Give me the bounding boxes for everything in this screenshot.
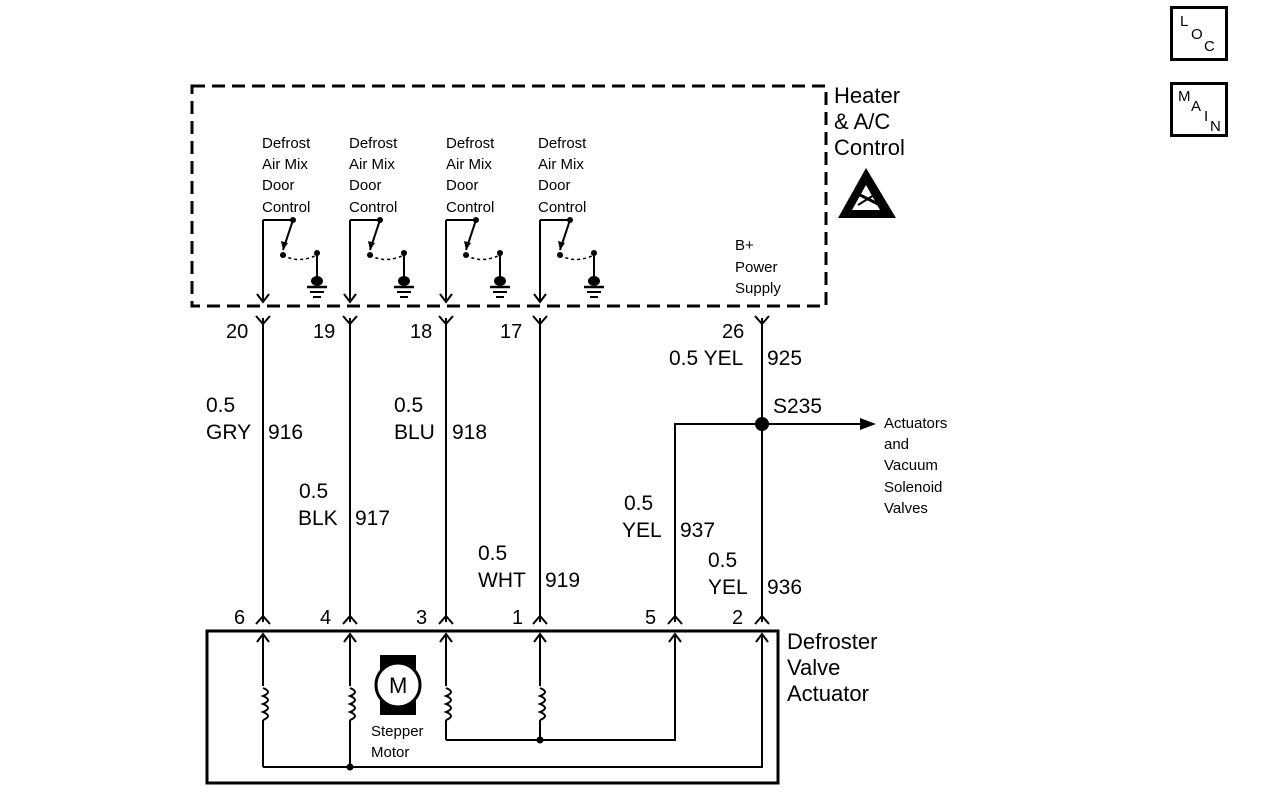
wire-label-919-size: 0.5 <box>478 542 507 565</box>
svg-text:Defrost: Defrost <box>262 135 311 152</box>
wire-label-937-circuit: 937 <box>680 519 715 542</box>
wire-label-937-size: 0.5 <box>624 492 653 515</box>
main-button[interactable]: M A I N <box>1170 82 1228 137</box>
loc-letter-o: O <box>1191 26 1203 43</box>
wire-label-936-circuit: 936 <box>767 576 802 599</box>
main-letter-i: I <box>1204 108 1209 125</box>
wire-label-925-circuit: 925 <box>767 347 802 370</box>
wire-label-925-size-color: 0.5 YEL <box>669 347 743 370</box>
actuator-title-line1: Defroster <box>787 629 877 654</box>
actuator-outline <box>205 629 780 785</box>
wire-label-918-size: 0.5 <box>394 394 423 417</box>
harness-wires <box>262 318 860 622</box>
svg-text:Air Mix: Air Mix <box>349 156 395 173</box>
door-control-switch-4 <box>539 217 604 300</box>
wire-label-936-color: YEL <box>708 576 748 599</box>
top-pin-19: 19 <box>313 321 335 343</box>
actuator-junction-2 <box>536 736 544 744</box>
stepper-coil-1 <box>262 687 269 721</box>
door-control-label-2: Defrost Air Mix Door Control <box>349 135 398 216</box>
control-title-line1: Heater <box>834 83 900 108</box>
esd-warning-icon <box>838 168 896 218</box>
wire-label-918-color: BLU <box>394 421 435 444</box>
actuator-title-line2: Valve <box>787 655 840 680</box>
svg-text:Air Mix: Air Mix <box>538 156 584 173</box>
wire-label-917-circuit: 917 <box>355 507 390 530</box>
bottom-pin-6: 6 <box>234 607 245 629</box>
splice-destination-line4: Solenoid <box>884 479 942 496</box>
bottom-pin-3: 3 <box>416 607 427 629</box>
door-control-label-4: Defrost Air Mix Door Control <box>538 135 587 216</box>
svg-text:Defrost: Defrost <box>446 135 495 152</box>
control-title-line2: & A/C <box>834 109 890 134</box>
stepper-coil-2 <box>349 687 356 721</box>
motor-label-line2: Motor <box>371 744 409 761</box>
svg-text:Door: Door <box>262 177 295 194</box>
power-supply-label-line2: Power <box>735 259 778 276</box>
main-letter-m: M <box>1178 88 1191 105</box>
top-pin-18: 18 <box>410 321 432 343</box>
svg-text:Control: Control <box>349 199 397 216</box>
control-module-outline <box>190 84 828 308</box>
actuator-junction-1 <box>346 763 354 771</box>
loc-button[interactable]: L O C <box>1170 6 1228 61</box>
splice-destination-line5: Valves <box>884 500 928 517</box>
wire-label-919-circuit: 919 <box>545 569 580 592</box>
door-control-switch-2 <box>349 217 414 300</box>
motor-symbol: M <box>389 673 407 698</box>
bottom-pin-5: 5 <box>645 607 656 629</box>
power-supply-label-line1: B+ <box>735 237 754 254</box>
wire-label-918-circuit: 918 <box>452 421 487 444</box>
top-pin-17: 17 <box>500 321 522 343</box>
splice-label: S235 <box>773 395 822 418</box>
motor-label-line1: Stepper <box>371 723 424 740</box>
svg-text:Defrost: Defrost <box>349 135 398 152</box>
stepper-coil-3 <box>445 687 452 721</box>
loc-letter-l: L <box>1180 13 1189 30</box>
bottom-pin-4: 4 <box>320 607 331 629</box>
bottom-connector-arrows <box>255 614 770 643</box>
splice-destination-line1: Actuators <box>884 415 947 432</box>
door-control-switch-1 <box>262 217 327 300</box>
actuator-internal-wiring <box>262 636 763 768</box>
top-pin-20: 20 <box>226 321 248 343</box>
motor-icon <box>374 655 422 715</box>
splice-destination-line2: and <box>884 436 909 453</box>
door-control-switch-3 <box>445 217 510 300</box>
bottom-pin-2: 2 <box>732 607 743 629</box>
wire-label-916-color: GRY <box>206 421 251 444</box>
svg-text:Defrost: Defrost <box>538 135 587 152</box>
svg-text:Door: Door <box>538 177 571 194</box>
splice-s235 <box>755 417 769 431</box>
top-pin-26: 26 <box>722 321 744 343</box>
svg-text:Control: Control <box>538 199 586 216</box>
loc-letter-c: C <box>1204 38 1215 55</box>
door-control-label-3: Defrost Air Mix Door Control <box>446 135 495 216</box>
splice-destination-line3: Vacuum <box>884 457 938 474</box>
main-letter-n: N <box>1210 118 1221 135</box>
door-control-label-1: Defrost Air Mix Door Control <box>262 135 311 216</box>
main-letter-a: A <box>1191 98 1202 115</box>
wire-label-916-circuit: 916 <box>268 421 303 444</box>
bottom-pin-1: 1 <box>512 607 523 629</box>
svg-text:Air Mix: Air Mix <box>446 156 492 173</box>
stepper-coil-4 <box>539 687 546 721</box>
svg-text:Door: Door <box>446 177 479 194</box>
svg-text:Air Mix: Air Mix <box>262 156 308 173</box>
actuator-title-line3: Actuator <box>787 681 869 706</box>
splice-arrow <box>860 418 876 430</box>
wire-label-919-color: WHT <box>478 569 526 592</box>
wire-label-917-color: BLK <box>298 507 338 530</box>
control-title-line3: Control <box>834 135 905 160</box>
svg-text:Door: Door <box>349 177 382 194</box>
svg-text:Control: Control <box>446 199 494 216</box>
wire-label-937-color: YEL <box>622 519 662 542</box>
svg-text:Control: Control <box>262 199 310 216</box>
wiring-diagram: Heater & A/C Control Defrost Air Mix Doo… <box>190 83 947 785</box>
wire-label-936-size: 0.5 <box>708 549 737 572</box>
wire-label-917-size: 0.5 <box>299 480 328 503</box>
power-supply-label-line3: Supply <box>735 280 781 297</box>
top-connector-arrows <box>255 293 770 326</box>
wire-label-916-size: 0.5 <box>206 394 235 417</box>
